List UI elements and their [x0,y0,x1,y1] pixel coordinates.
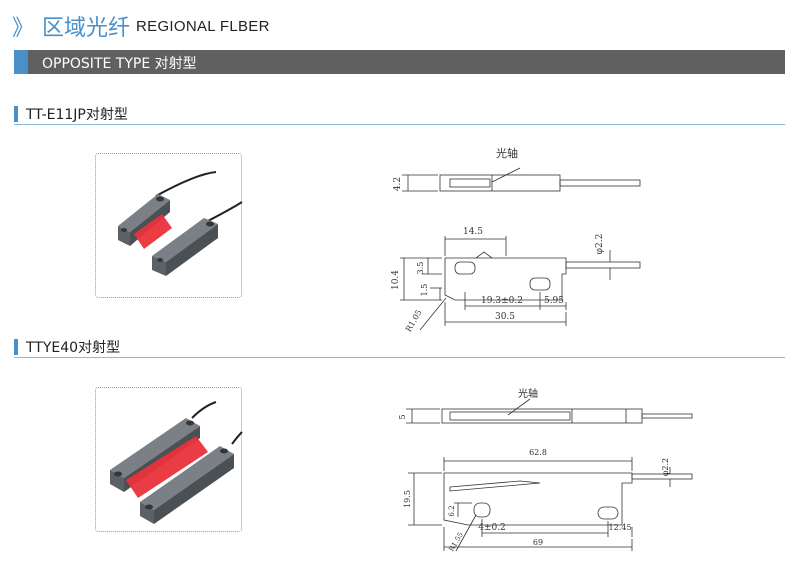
sensor-pair-illustration [110,401,243,524]
page-title-en: REGIONAL FLBER [136,17,270,35]
sensor-pair-illustration [118,171,243,276]
dim-length-a: 62.8 [529,448,547,457]
optical-axis-label: 光轴 [496,146,518,160]
dim-height-b: 6.2 [448,505,456,516]
dim-height-b: 3.5 [416,262,425,275]
dim-cable-dia: φ2.2 [595,234,605,255]
dim-height-total: 10.4 [391,270,401,290]
banner-accent [14,50,28,74]
section-title-text: TT-E11JP对射型 [26,107,128,123]
section-title-2: TTYE40对射型 [14,337,120,357]
dim-end-offset: 5.95 [544,296,564,306]
dim-length-a: 14.5 [463,227,483,237]
section-divider [14,357,785,358]
dim-cable-dia: φ2.2 [661,458,670,476]
chevron-icon: 》 [12,16,34,41]
section-marker [14,339,18,355]
dim-height-top: 4.2 [393,177,403,191]
product-photo-2 [95,387,243,532]
dim-radius: R1.55 [448,531,465,553]
category-banner: OPPOSITE TYPE 对射型 [14,50,785,74]
dim-hole-spacing: 19.3±0.2 [481,296,523,306]
section-title-1: TT-E11JP对射型 [14,104,128,124]
dim-hole-spacing: 4±0.2 [478,523,506,533]
dim-total-length: 30.5 [495,312,515,322]
dim-height-total: 19.5 [403,490,412,508]
section-divider [14,124,785,125]
dim-height-c: 1.5 [420,284,429,297]
optical-axis-label: 光轴 [518,387,538,400]
dim-height-top: 5 [398,414,407,419]
banner-label: OPPOSITE TYPE 对射型 [42,56,197,72]
page-title-cn: 区域光纤 [42,16,131,41]
dimension-drawing-1: 4.2 光轴 14.5 10.4 3.5 1.5 19.3±0.2 5.95 R… [391,146,641,333]
page-header: 》 区域光纤 REGIONAL FLBER [12,10,270,42]
section-title-text: TTYE40对射型 [26,340,121,356]
dimension-drawing-2: 5 光轴 62.8 19.5 6.2 4±0.2 12.45 R1.55 69 … [398,387,693,553]
dim-end-offset: 12.45 [609,523,632,532]
section-marker [14,106,18,122]
dim-total-length: 69 [533,538,543,547]
product-photo-1 [95,153,243,298]
